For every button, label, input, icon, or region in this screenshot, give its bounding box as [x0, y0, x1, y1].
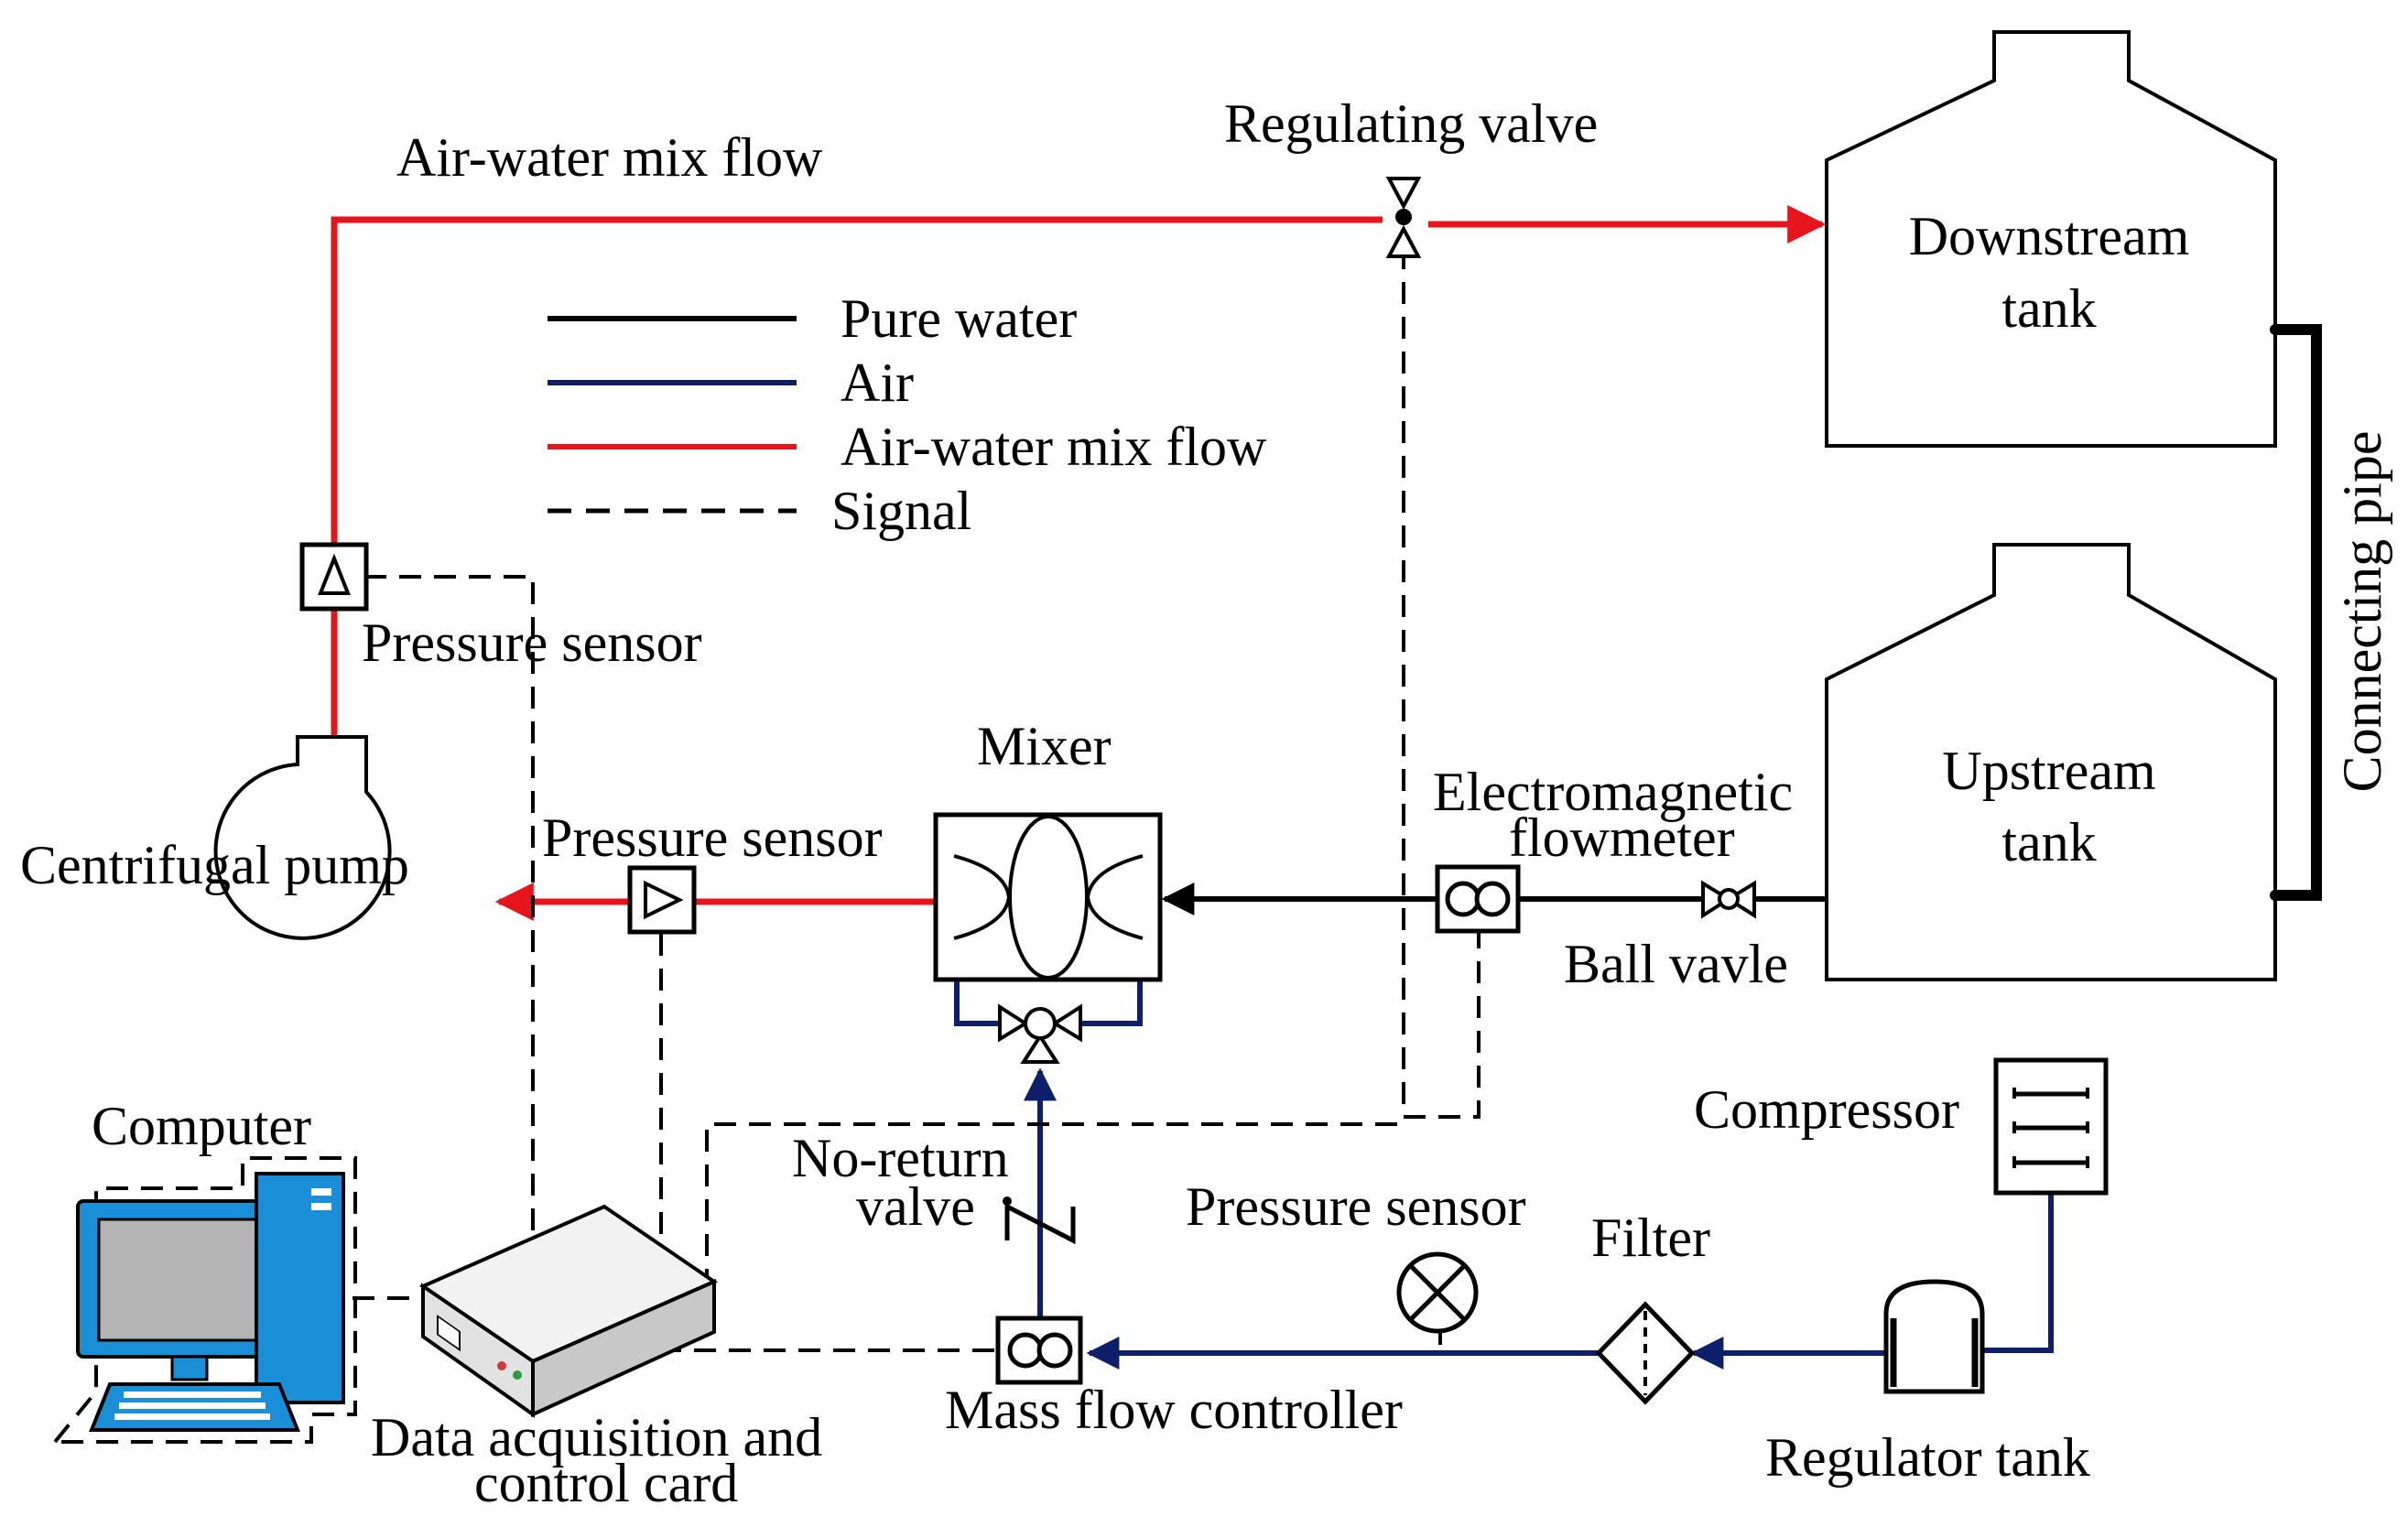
mixer-air-valve-icon: [998, 1003, 1082, 1064]
downstream-tank-label-1: Downstream: [1909, 206, 2190, 266]
legend-label-pure-water: Pure water: [841, 288, 1077, 349]
mixer-icon: [933, 812, 1163, 982]
computer-label: Computer: [92, 1096, 311, 1156]
legend: Pure water Air Air-water mix flow Signal: [548, 288, 1267, 541]
downstream-tank: Downstream tank: [1825, 30, 2277, 448]
daq-label-2: control card: [474, 1453, 738, 1513]
ball-valve-label: Ball vavle: [1564, 934, 1788, 994]
regulator-tank-icon: [1883, 1279, 1985, 1394]
filter-label: Filter: [1591, 1208, 1710, 1268]
upstream-tank: Upstream tank: [1825, 543, 2277, 981]
upstream-tank-label-2: tank: [2001, 812, 2096, 872]
electromagnetic-flowmeter-label-2: flowmeter: [1509, 807, 1735, 868]
signal-valve-flowmeter: [1402, 247, 1481, 1119]
mass-flow-controller-label: Mass flow controller: [945, 1380, 1403, 1440]
component-labels: Air-water mix flow Regulating valve Pres…: [20, 93, 2090, 1513]
electromagnetic-flowmeter-label-1: Electromagnetic: [1433, 762, 1793, 822]
pressure-sensor-bottom-label: Pressure sensor: [1186, 1176, 1526, 1237]
compressor-icon: [1993, 1057, 2109, 1196]
signal-pressure-top: [364, 575, 535, 1240]
pressure-sensor-mid-icon: [627, 865, 697, 935]
ball-valve-icon: [1701, 880, 1756, 919]
regulator-tank-label: Regulator tank: [1765, 1427, 2090, 1488]
filter-icon: [1595, 1301, 1696, 1405]
signal-computer-outline: [53, 1156, 357, 1444]
pressure-sensor-top-icon: [299, 542, 369, 612]
downstream-tank-label-2: tank: [2001, 278, 2096, 339]
connecting-pipe: Connecting pipe: [2270, 324, 2392, 901]
legend-label-signal: Signal: [831, 481, 971, 541]
upstream-tank-label-1: Upstream: [1942, 741, 2155, 801]
no-return-valve-label-2: valve: [856, 1176, 975, 1237]
regulating-valve-icon: [1385, 177, 1422, 258]
air-water-mix-flow-label: Air-water mix flow: [396, 127, 823, 188]
mass-flow-controller-icon: [995, 1316, 1083, 1385]
mixer-label: Mixer: [977, 716, 1112, 776]
air-compressor-to-regulator: [1982, 1190, 2054, 1353]
computer-icon: [76, 1172, 345, 1432]
legend-label-air: Air: [841, 352, 914, 413]
legend-label-mix-flow: Air-water mix flow: [841, 417, 1267, 477]
connecting-pipe-label: Connecting pipe: [2332, 431, 2392, 793]
daq-label-1: Data acquisition and: [371, 1407, 822, 1467]
regulating-valve-label: Regulating valve: [1224, 93, 1598, 154]
centrifugal-pump-icon: [213, 735, 392, 940]
pressure-sensor-bottom-icon: [1396, 1251, 1479, 1334]
no-return-valve-icon: [1003, 1197, 1076, 1245]
signal-daq-to-flowmeter: [705, 1122, 1404, 1291]
no-return-valve-label-1: No-return: [792, 1128, 1009, 1188]
electromagnetic-flowmeter-icon: [1435, 864, 1521, 934]
pressure-sensor-mid-label: Pressure sensor: [542, 807, 883, 868]
signal-lines: [53, 247, 1481, 1444]
compressor-label: Compressor: [1694, 1079, 1959, 1140]
centrifugal-pump-label: Centrifugal pump: [20, 835, 409, 895]
daq-card-icon: [418, 1204, 719, 1418]
pressure-sensor-top-label: Pressure sensor: [362, 612, 702, 673]
